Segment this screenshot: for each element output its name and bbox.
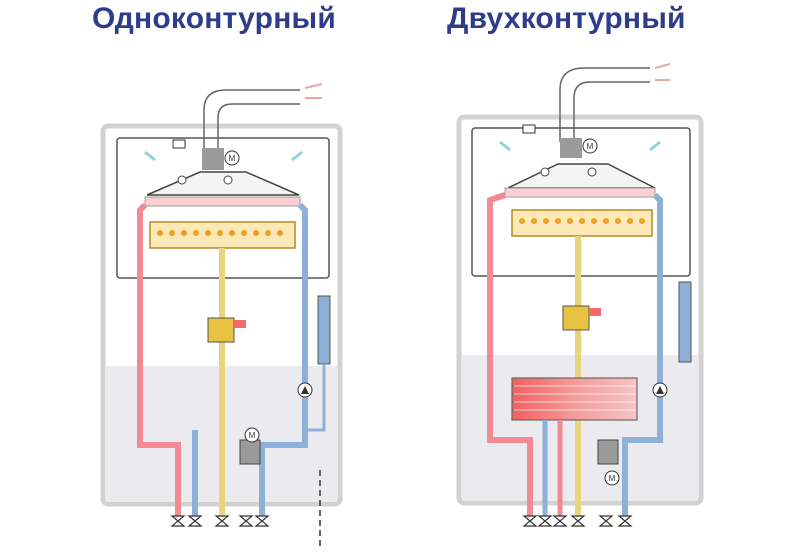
- expansion-tank-line: [305, 364, 326, 432]
- hood-port-right: [587, 167, 597, 177]
- three-way-valve: [239, 439, 261, 465]
- gas-valve: [207, 317, 235, 343]
- valve-motor-icon: [604, 470, 620, 486]
- heating-flow-pipe: [487, 192, 533, 520]
- heating-return-pipe: [259, 202, 308, 520]
- fan-motor-label: M: [587, 142, 594, 151]
- air-arrow-icon: [291, 150, 303, 162]
- air-arrow-icon: [649, 140, 661, 152]
- heating-return-pipe: [622, 192, 663, 520]
- fan-housing: [560, 138, 582, 158]
- exhaust-arrow-icon: [654, 63, 671, 69]
- single-circuit-boiler: M M: [100, 83, 343, 550]
- hood-port-left: [540, 167, 550, 177]
- pressure-switch-icon: [522, 124, 536, 134]
- gas-valve: [562, 305, 590, 331]
- connection-valves: [522, 515, 633, 527]
- air-arrow-icon: [144, 150, 156, 162]
- exhaust-arrow-icon: [304, 83, 323, 89]
- burner-flames: [157, 230, 283, 236]
- double-circuit-boiler: M M: [456, 63, 704, 527]
- flue-pipe-outer: [203, 89, 300, 150]
- heat-exchanger-plates: [514, 385, 635, 411]
- air-arrow-icon: [499, 140, 511, 152]
- flue-pipe-inner: [217, 103, 300, 150]
- fan-motor-label: M: [229, 154, 236, 163]
- burner-flames: [519, 218, 645, 224]
- hood-port-right: [223, 175, 233, 185]
- primary-heat-exchanger: [144, 196, 301, 207]
- valve-motor-icon: [244, 427, 260, 443]
- expansion-tank: [678, 281, 692, 363]
- heating-flow-pipe: [137, 202, 181, 520]
- valve-motor-label: M: [249, 431, 256, 440]
- fan-housing: [202, 148, 224, 170]
- connection-valves: [170, 515, 270, 527]
- pump-arrow-icon: [656, 386, 664, 394]
- pump-arrow-icon: [301, 386, 309, 394]
- valve-motor-label: M: [609, 474, 616, 483]
- title-single-circuit: Одноконтурный: [92, 2, 336, 35]
- gas-valve-coil: [589, 308, 601, 316]
- fan-motor-icon: [224, 150, 240, 166]
- secondary-heat-exchanger: [511, 377, 638, 421]
- fan-motor-icon: [582, 138, 598, 154]
- title-double-circuit: Двухконтурный: [447, 2, 686, 35]
- three-way-valve: [597, 439, 619, 465]
- hood-port-left: [177, 175, 187, 185]
- pressure-switch-icon: [172, 139, 186, 149]
- flue-pipe-outer: [559, 67, 650, 142]
- gas-valve-coil: [234, 320, 246, 328]
- flue-pipe-inner: [573, 81, 650, 142]
- primary-heat-exchanger: [504, 187, 656, 198]
- expansion-tank: [317, 295, 331, 365]
